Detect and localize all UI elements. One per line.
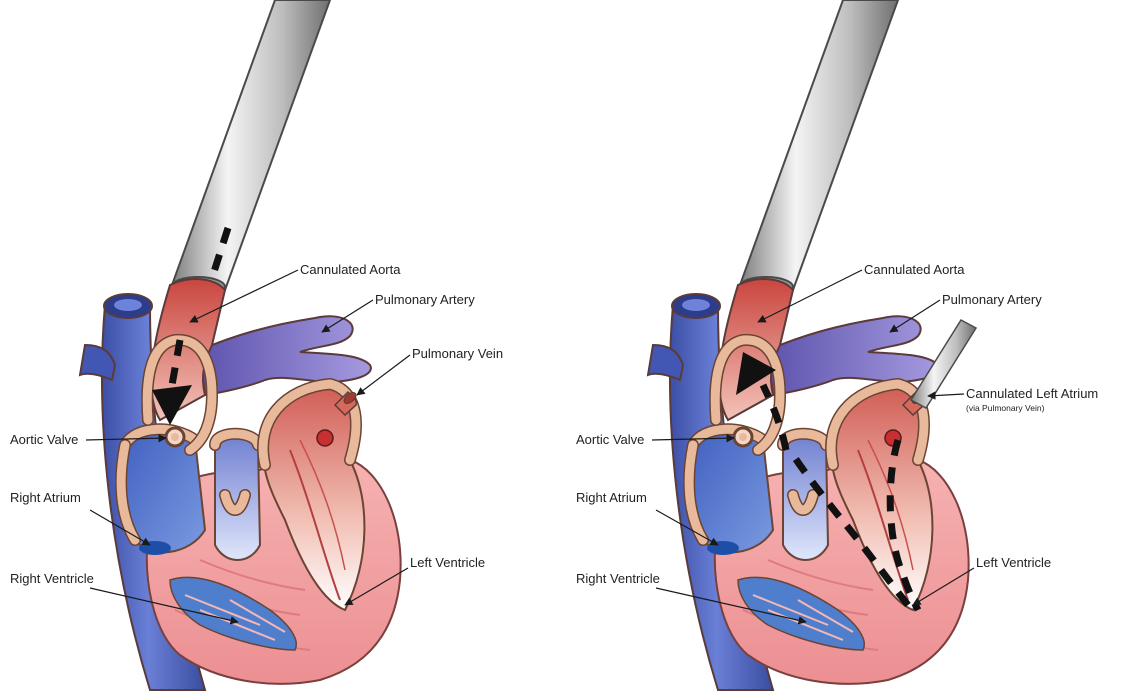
- label-via-pulmonary-vein: (via Pulmonary Vein): [966, 403, 1045, 413]
- label-right-atrium-right: Right Atrium: [576, 490, 647, 505]
- label-aortic-valve: Aortic Valve: [10, 432, 78, 447]
- label-left-ventricle-right: Left Ventricle: [976, 555, 1051, 570]
- aortic-cannula-right: [739, 0, 898, 297]
- label-pulmonary-vein: Pulmonary Vein: [412, 346, 503, 361]
- label-right-atrium: Right Atrium: [10, 490, 81, 505]
- right-panel: Cannulated Aorta Pulmonary Artery Cannul…: [576, 0, 1098, 690]
- label-pulmonary-artery: Pulmonary Artery: [375, 292, 475, 307]
- label-aortic-valve-right: Aortic Valve: [576, 432, 644, 447]
- heart-illustration-right: [648, 279, 969, 690]
- label-cannulated-left-atrium: Cannulated Left Atrium: [966, 386, 1098, 401]
- left-panel: Cannulated Aorta Pulmonary Artery Pulmon…: [10, 0, 503, 690]
- label-cannulated-aorta: Cannulated Aorta: [300, 262, 401, 277]
- label-right-ventricle: Right Ventricle: [10, 571, 94, 586]
- label-left-ventricle: Left Ventricle: [410, 555, 485, 570]
- heart-illustration-left: [80, 279, 401, 690]
- aortic-cannula: [171, 0, 330, 297]
- label-cannulated-aorta-right: Cannulated Aorta: [864, 262, 965, 277]
- label-pulmonary-artery-right: Pulmonary Artery: [942, 292, 1042, 307]
- label-right-ventricle-right: Right Ventricle: [576, 571, 660, 586]
